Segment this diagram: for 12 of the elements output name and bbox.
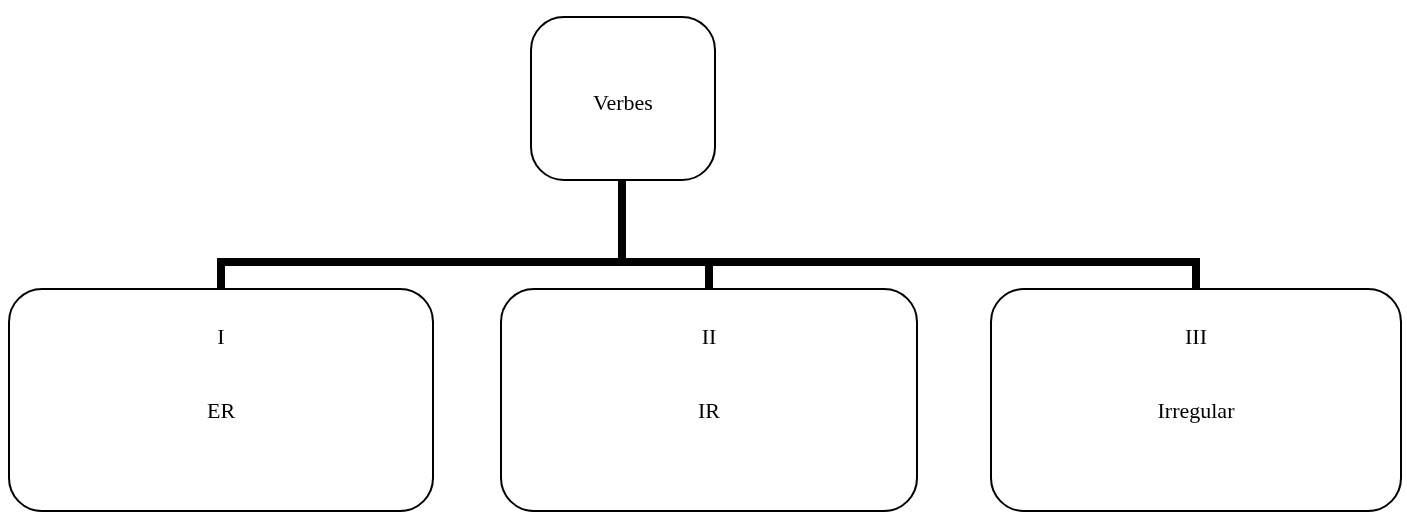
node-label: II — [701, 324, 717, 350]
rounded-box — [8, 288, 434, 512]
node-sublabel: IR — [698, 398, 720, 424]
node-sublabel: Irregular — [1157, 398, 1235, 424]
rounded-box — [500, 288, 918, 512]
node-sublabel: ER — [206, 398, 236, 424]
node-label: I — [217, 324, 225, 350]
connector-line — [618, 181, 1200, 288]
node-label: III — [1185, 324, 1207, 350]
node-label: Verbes — [593, 90, 653, 116]
rounded-box — [530, 16, 716, 181]
rounded-box — [990, 288, 1402, 512]
